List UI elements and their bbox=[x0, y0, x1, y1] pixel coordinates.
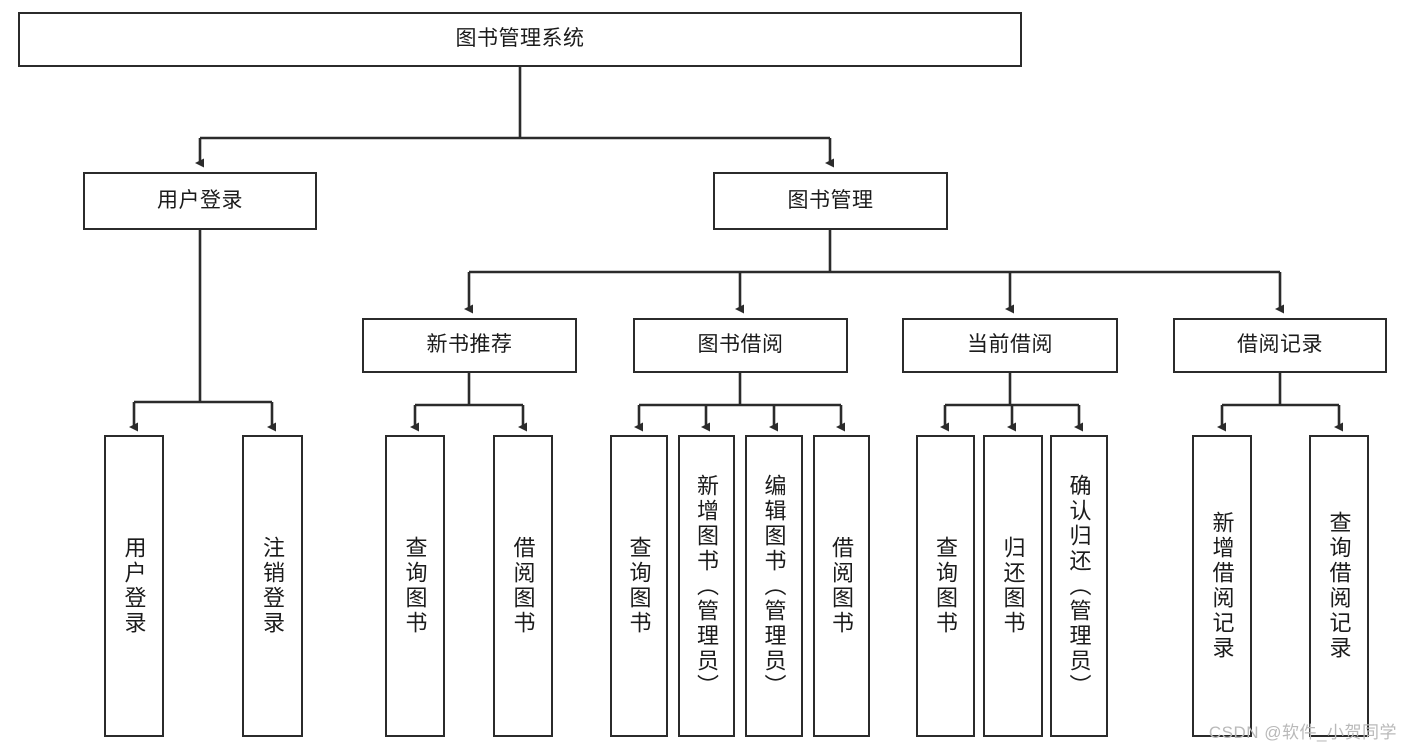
node-book-manage-label: 图书管理 bbox=[787, 188, 874, 212]
node-leaf-user-logout[interactable]: 注销登录 bbox=[242, 435, 303, 737]
node-leaf-user-login[interactable]: 用户登录 bbox=[104, 435, 164, 737]
node-leaf-borrow-book-1-label: 借阅图书 bbox=[510, 536, 536, 636]
node-leaf-user-login-label: 用户登录 bbox=[121, 536, 147, 636]
node-leaf-edit-book-label: 编辑图书（管理员） bbox=[761, 473, 787, 699]
node-leaf-add-book-label: 新增图书（管理员） bbox=[694, 473, 720, 699]
node-new-book-recommend-label: 新书推荐 bbox=[426, 333, 513, 357]
node-leaf-query-book-1-label: 查询图书 bbox=[402, 536, 428, 636]
node-borrow-record[interactable]: 借阅记录 bbox=[1173, 318, 1387, 373]
node-root[interactable]: 图书管理系统 bbox=[18, 12, 1022, 67]
node-leaf-return-book-label: 归还图书 bbox=[1000, 536, 1026, 636]
node-current-borrow[interactable]: 当前借阅 bbox=[902, 318, 1118, 373]
node-book-borrow[interactable]: 图书借阅 bbox=[633, 318, 848, 373]
node-current-borrow-label: 当前借阅 bbox=[967, 333, 1053, 357]
node-user-login-label: 用户登录 bbox=[157, 188, 243, 212]
csdn-watermark: CSDN @软件_小贺同学 bbox=[1208, 723, 1397, 742]
node-leaf-confirm-return[interactable]: 确认归还（管理员） bbox=[1050, 435, 1108, 737]
node-leaf-return-book[interactable]: 归还图书 bbox=[983, 435, 1043, 737]
node-leaf-query-book-1[interactable]: 查询图书 bbox=[385, 435, 445, 737]
node-leaf-confirm-return-label: 确认归还（管理员） bbox=[1066, 473, 1092, 699]
node-user-login[interactable]: 用户登录 bbox=[83, 172, 317, 230]
node-book-borrow-label: 图书借阅 bbox=[697, 333, 784, 357]
node-leaf-borrow-book-1[interactable]: 借阅图书 bbox=[493, 435, 553, 737]
node-leaf-query-book-2[interactable]: 查询图书 bbox=[610, 435, 668, 737]
node-leaf-user-logout-label: 注销登录 bbox=[260, 536, 286, 636]
node-leaf-add-record-label: 新增借阅记录 bbox=[1209, 511, 1235, 661]
node-book-manage[interactable]: 图书管理 bbox=[713, 172, 948, 230]
node-leaf-add-record[interactable]: 新增借阅记录 bbox=[1192, 435, 1252, 737]
node-leaf-query-book-2-label: 查询图书 bbox=[626, 536, 652, 636]
node-new-book-recommend[interactable]: 新书推荐 bbox=[362, 318, 577, 373]
node-leaf-borrow-book-2-label: 借阅图书 bbox=[829, 536, 855, 636]
node-leaf-edit-book[interactable]: 编辑图书（管理员） bbox=[745, 435, 803, 737]
node-leaf-query-record-label: 查询借阅记录 bbox=[1326, 511, 1352, 661]
node-leaf-add-book[interactable]: 新增图书（管理员） bbox=[678, 435, 735, 737]
node-borrow-record-label: 借阅记录 bbox=[1237, 333, 1323, 357]
node-leaf-borrow-book-2[interactable]: 借阅图书 bbox=[813, 435, 870, 737]
node-leaf-query-book-3-label: 查询图书 bbox=[933, 536, 959, 636]
node-root-label: 图书管理系统 bbox=[455, 27, 585, 51]
node-leaf-query-record[interactable]: 查询借阅记录 bbox=[1309, 435, 1369, 737]
node-leaf-query-book-3[interactable]: 查询图书 bbox=[916, 435, 975, 737]
